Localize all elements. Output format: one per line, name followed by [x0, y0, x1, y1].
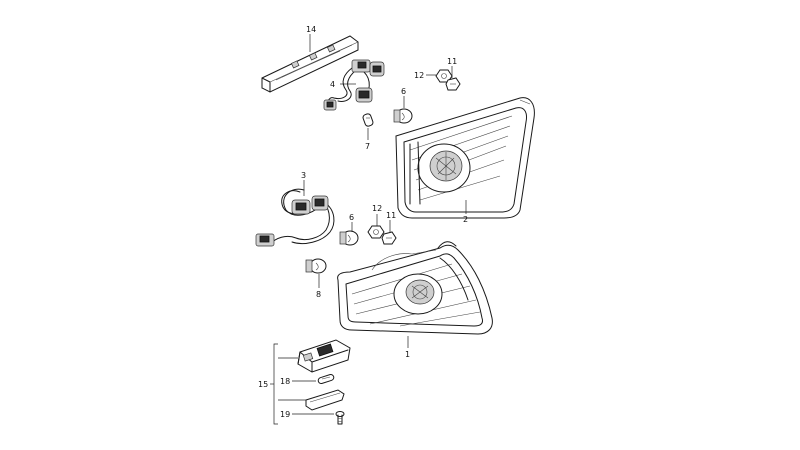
part-3-wiring-harness-lower [255, 188, 335, 247]
callout-6a: 6 [401, 87, 406, 96]
part-6-bulb-lower [339, 230, 359, 246]
part-2-inner-tail-light [395, 97, 535, 219]
callout-6b: 6 [349, 213, 354, 222]
callout-14: 14 [306, 25, 316, 34]
part-15-group-bracket [270, 343, 278, 425]
part-1-outer-tail-light [337, 241, 493, 335]
part-7-wedge-bulb [362, 113, 374, 127]
part-6-bulb-upper [393, 108, 413, 124]
part-8-bulb [305, 258, 327, 274]
part-11-clip-upper [445, 77, 461, 91]
callout-4: 4 [330, 80, 335, 89]
part-15-license-plate-light [297, 339, 351, 373]
callout-3: 3 [301, 171, 306, 180]
part-15-lens [305, 389, 345, 411]
callout-15: 15 [258, 380, 268, 389]
callout-7: 7 [365, 142, 370, 151]
part-11-clip-lower [381, 231, 397, 245]
callout-18: 18 [280, 377, 290, 386]
callout-11b: 11 [386, 211, 396, 220]
callout-1: 1 [405, 350, 410, 359]
part-4-wiring-harness-upper [323, 59, 385, 111]
part-14-brake-light-strip [261, 35, 359, 93]
part-19-screw [335, 411, 345, 425]
callout-11a: 11 [447, 57, 457, 66]
callout-8: 8 [316, 290, 321, 299]
callout-12b: 12 [372, 204, 382, 213]
part-12-nut-lower [367, 225, 385, 239]
callout-2: 2 [463, 215, 468, 224]
callout-19: 19 [280, 410, 290, 419]
part-18-festoon-bulb [317, 373, 335, 385]
callout-12a: 12 [414, 71, 424, 80]
